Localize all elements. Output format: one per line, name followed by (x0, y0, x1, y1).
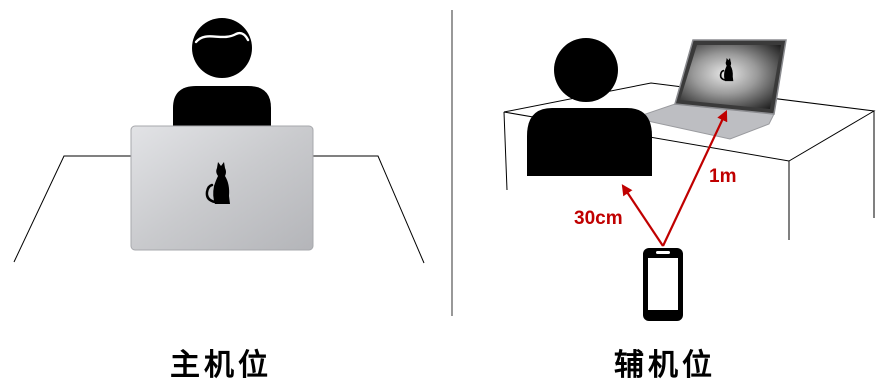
caption-main-position: 主机位 (170, 348, 272, 383)
screen-cat-icon (719, 58, 734, 82)
arrow-to-person (621, 184, 664, 247)
cat-logo-icon (205, 162, 230, 204)
left-person-icon (173, 18, 271, 126)
right-person-icon (527, 38, 652, 176)
right-laptop-icon (632, 39, 787, 140)
phone-icon (643, 248, 683, 321)
distance-label-person: 30cm (574, 208, 623, 229)
caption-aux-position: 辅机位 (614, 348, 716, 383)
arrow-to-laptop (662, 110, 728, 247)
distance-label-laptop: 1m (709, 166, 737, 187)
left-desk (13, 155, 425, 264)
distance-arrows (621, 110, 728, 247)
left-laptop-icon (130, 125, 314, 251)
